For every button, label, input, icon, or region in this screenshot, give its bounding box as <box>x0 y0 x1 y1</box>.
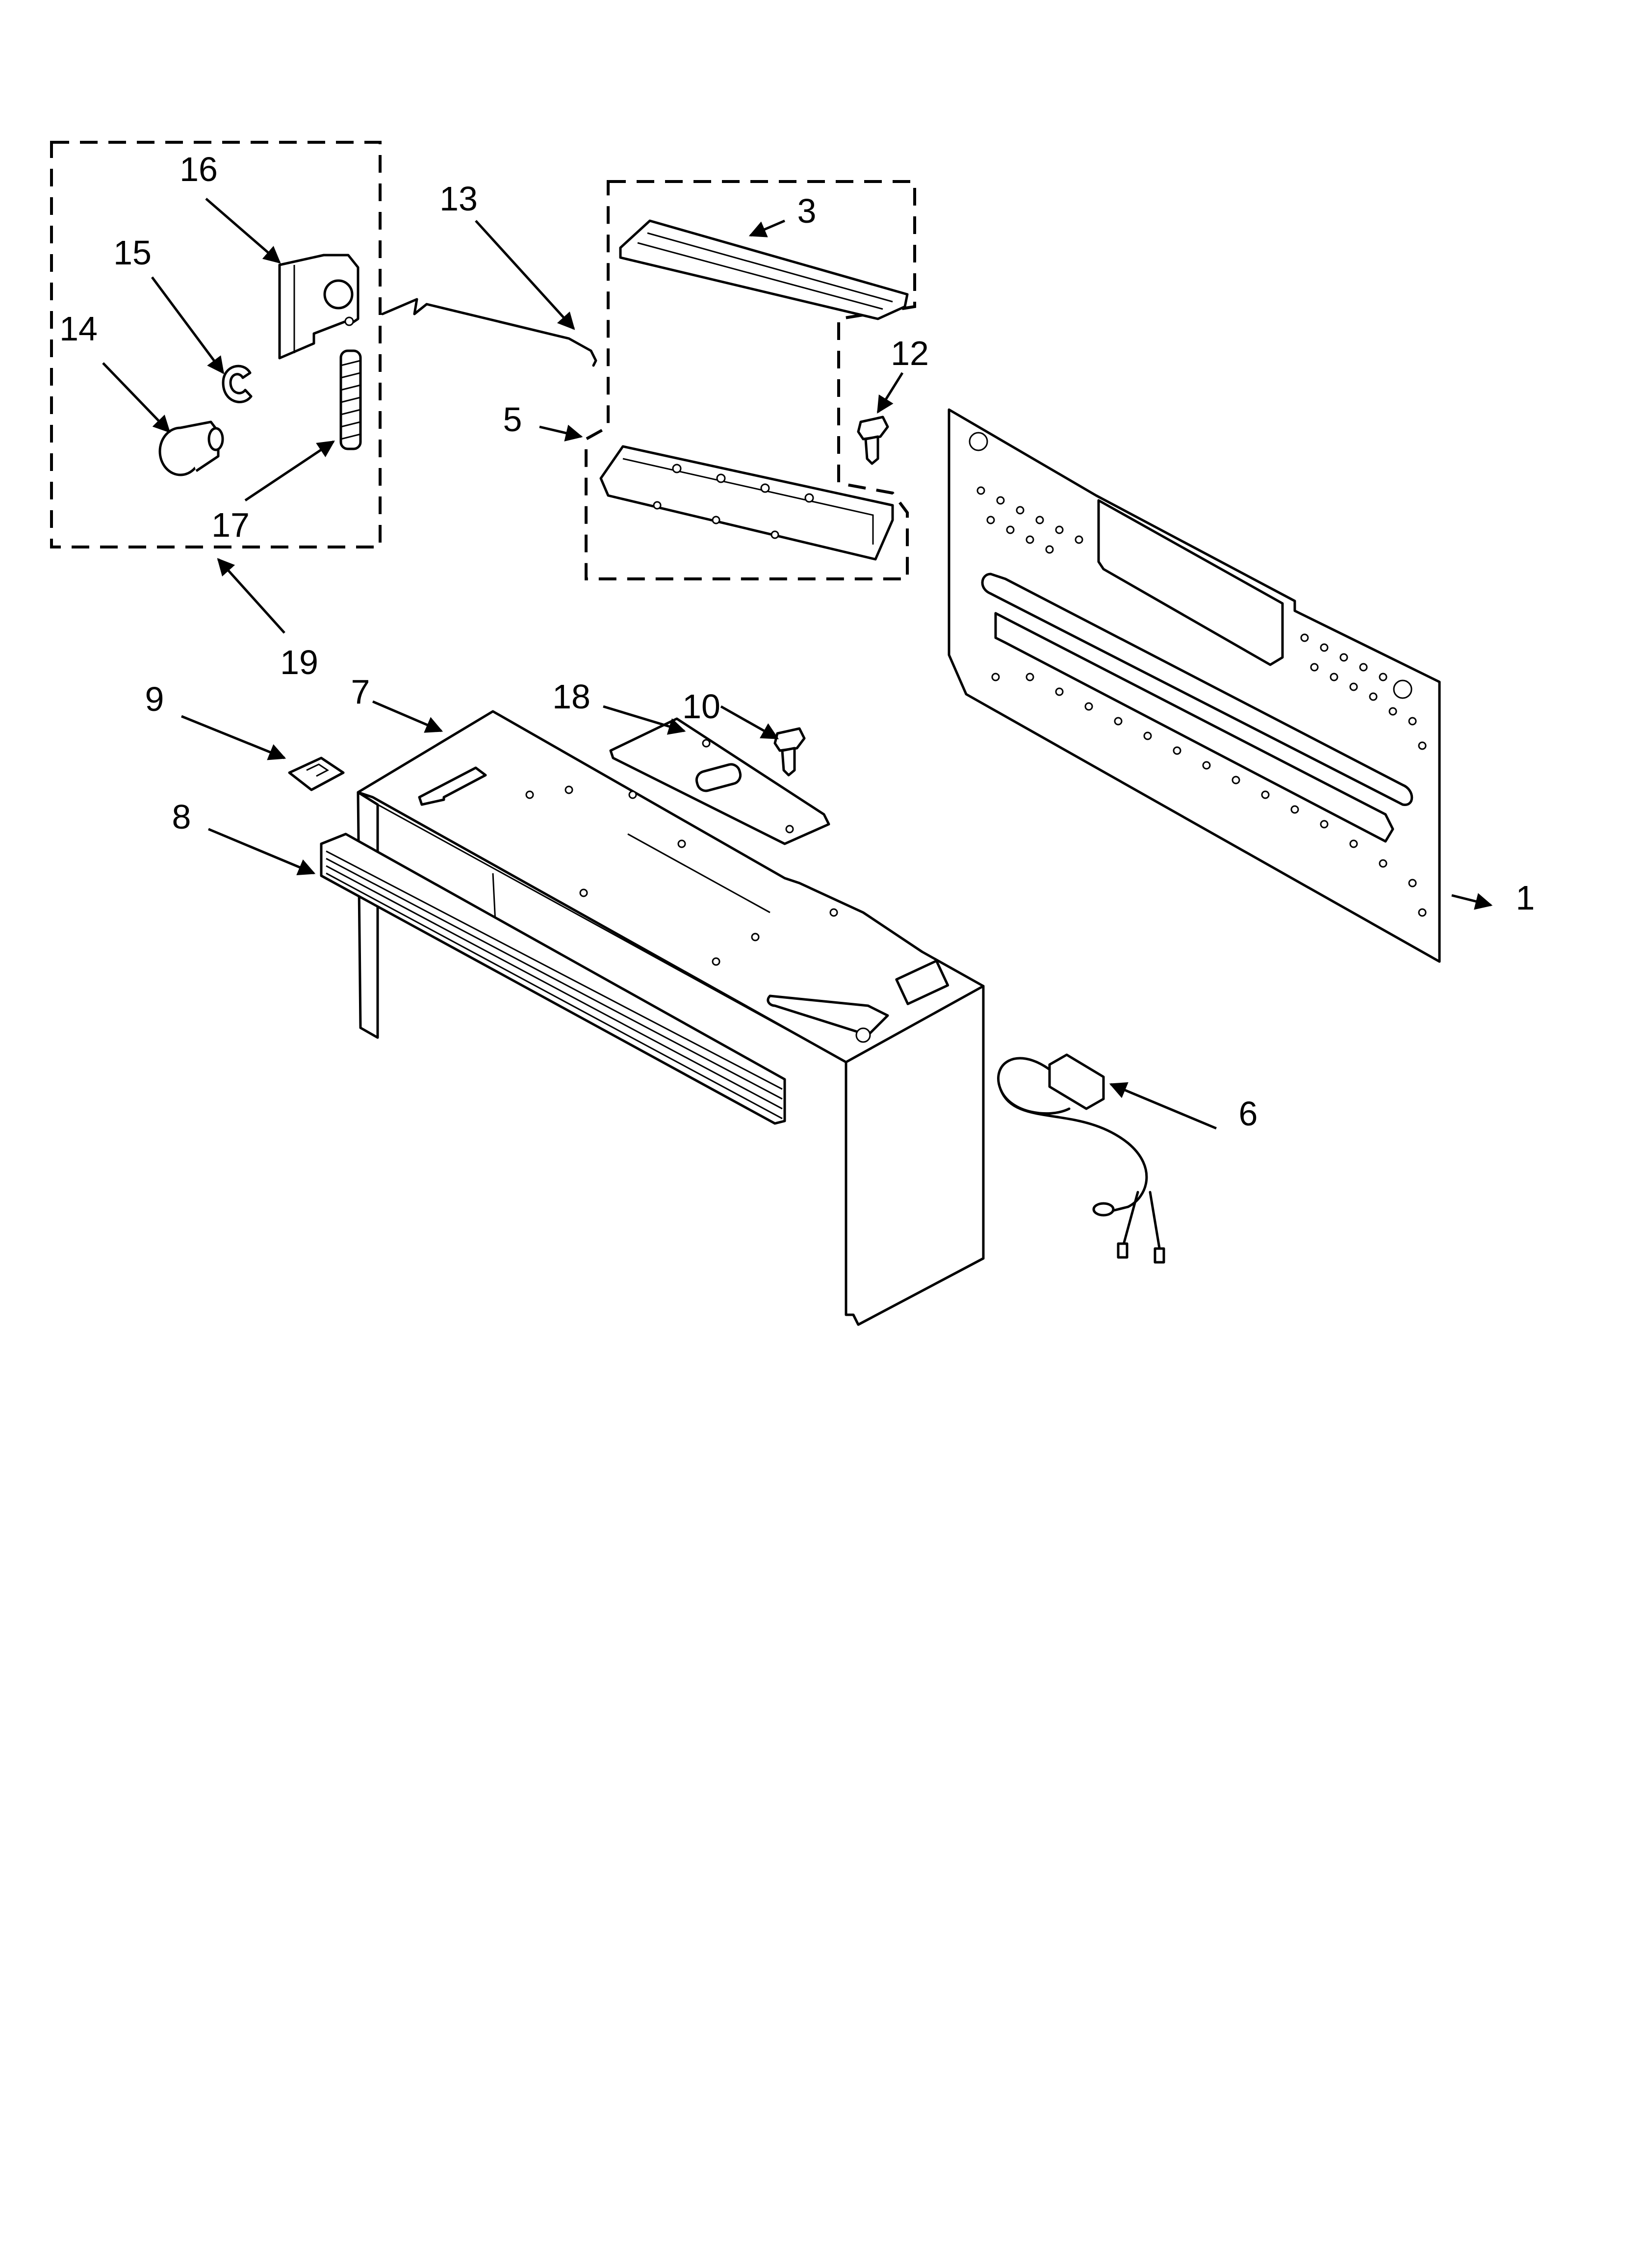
part-8-grille <box>320 833 786 1125</box>
part-9-clip <box>288 756 345 791</box>
callout-9: 9 <box>145 680 164 718</box>
callout-19: 19 <box>280 643 318 681</box>
part-6-terminal-cord <box>997 1053 1165 1264</box>
part-15-clip <box>222 365 253 403</box>
part-1-back-panel <box>948 408 1441 963</box>
part-14-latch-button <box>158 420 224 476</box>
callout-1: 1 <box>1516 879 1535 917</box>
callout-labels: 1 3 5 6 7 8 9 10 12 13 14 15 16 17 18 19 <box>59 150 1535 1133</box>
latch-assembly-box <box>50 141 382 548</box>
part-13-wire <box>381 298 597 367</box>
callout-15: 15 <box>113 234 152 272</box>
part-10-screw <box>773 727 806 777</box>
panel-holes <box>976 486 1427 917</box>
callout-7: 7 <box>351 673 370 711</box>
callout-17: 17 <box>211 506 250 544</box>
part-12-screw <box>857 416 889 465</box>
callout-10: 10 <box>682 687 720 726</box>
part-3-channel <box>619 219 909 320</box>
callout-6: 6 <box>1239 1095 1258 1133</box>
duct-assembly-box <box>585 180 916 580</box>
callout-18: 18 <box>552 678 590 716</box>
part-7-cabinet <box>357 710 985 1326</box>
part-5-duct-tray <box>599 445 894 561</box>
callout-16: 16 <box>180 150 218 188</box>
leader-lines <box>102 198 1493 1130</box>
callout-13: 13 <box>439 180 478 218</box>
callout-8: 8 <box>172 798 191 836</box>
callout-5: 5 <box>503 400 522 439</box>
part-16-latch-bracket <box>278 254 359 360</box>
callout-12: 12 <box>891 334 929 372</box>
part-17-spring <box>339 349 362 450</box>
callout-14: 14 <box>59 310 98 348</box>
callout-3: 3 <box>797 192 817 230</box>
